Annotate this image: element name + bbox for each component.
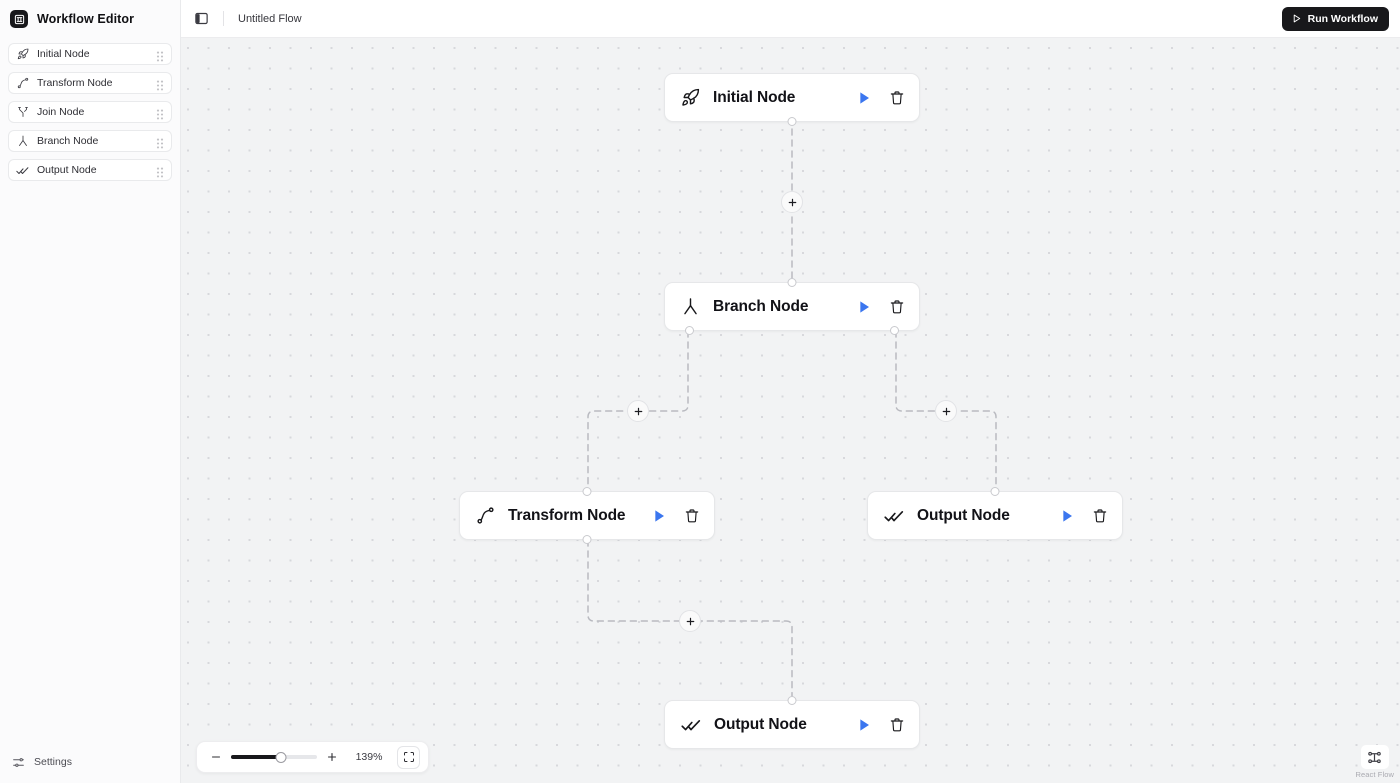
flow-name[interactable]: Untitled Flow: [238, 12, 302, 25]
palette-item-label: Initial Node: [37, 48, 90, 60]
node-handle-target[interactable]: [787, 696, 797, 705]
zoom-level-label: 139%: [355, 751, 383, 763]
palette-item-label: Transform Node: [37, 77, 113, 89]
node-handle-target[interactable]: [990, 487, 1000, 496]
trash-icon[interactable]: [1092, 508, 1108, 524]
node-handle-source-right[interactable]: [890, 326, 899, 335]
sidebar-toggle-icon[interactable]: [193, 10, 210, 27]
node-label: Branch Node: [713, 297, 809, 315]
play-outline-icon: [1291, 13, 1302, 24]
sidebar: Workflow Editor Initial Node: [0, 0, 181, 783]
main-area: Untitled Flow Run Workflow: [181, 0, 1400, 783]
palette-item-label: Output Node: [37, 164, 97, 176]
node-label: Output Node: [714, 715, 807, 733]
node-label: Output Node: [917, 506, 1010, 524]
branch-split-icon: [16, 135, 29, 148]
add-node-button-branch-output[interactable]: [935, 400, 957, 422]
run-workflow-button[interactable]: Run Workflow: [1281, 6, 1389, 31]
drag-handle-icon[interactable]: [156, 49, 164, 61]
palette-item-join-node[interactable]: Join Node: [8, 101, 172, 123]
node-label: Transform Node: [508, 506, 626, 524]
node-initial-node[interactable]: Initial Node: [664, 73, 920, 126]
palette-item-branch-node[interactable]: Branch Node: [8, 130, 172, 152]
drag-handle-icon[interactable]: [156, 165, 164, 177]
trash-icon[interactable]: [684, 508, 700, 524]
zoom-controls: 139%: [196, 741, 429, 773]
workflow-logo-icon: [10, 10, 28, 28]
rocket-icon: [16, 48, 29, 61]
palette-item-label: Join Node: [37, 106, 85, 118]
drag-handle-icon[interactable]: [156, 136, 164, 148]
fit-view-button[interactable]: [397, 745, 420, 769]
brand-title: Workflow Editor: [37, 12, 135, 26]
react-flow-label: React Flow: [1355, 770, 1394, 779]
edges-layer: [587, 84, 997, 700]
branch-split-icon: [681, 297, 700, 316]
double-check-icon: [681, 715, 701, 735]
minus-icon[interactable]: [206, 747, 226, 767]
palette-item-label: Branch Node: [37, 135, 99, 147]
zoom-slider-knob[interactable]: [275, 751, 287, 763]
add-node-button-branch-transform[interactable]: [627, 400, 649, 422]
node-handle-source-left[interactable]: [685, 326, 694, 335]
play-icon[interactable]: [651, 508, 667, 524]
bezier-curve-icon: [16, 77, 29, 90]
add-node-button-transform-output[interactable]: [679, 610, 701, 632]
join-merge-icon: [16, 106, 29, 119]
bezier-curve-icon: [476, 506, 495, 525]
node-transform-node[interactable]: Transform Node: [459, 487, 715, 544]
node-output-node-right[interactable]: Output Node: [867, 487, 1123, 540]
topbar: Untitled Flow Run Workflow: [181, 0, 1400, 38]
node-handle-source[interactable]: [787, 117, 797, 126]
double-check-icon: [16, 164, 29, 177]
plus-icon[interactable]: [322, 747, 342, 767]
node-handle-source[interactable]: [582, 535, 592, 544]
double-check-icon: [884, 506, 904, 526]
palette-item-transform-node[interactable]: Transform Node: [8, 72, 172, 94]
zoom-slider-fill: [231, 755, 281, 759]
react-flow-icon: [1360, 745, 1389, 769]
node-output-node-bottom[interactable]: Output Node: [664, 696, 920, 749]
node-label: Initial Node: [713, 88, 796, 106]
sliders-icon: [12, 756, 25, 769]
flow-canvas[interactable]: Initial Node: [181, 38, 1400, 783]
sidebar-item-settings[interactable]: Settings: [0, 749, 181, 775]
add-node-button-initial-branch[interactable]: [781, 191, 803, 213]
play-icon[interactable]: [856, 717, 872, 733]
play-icon[interactable]: [1059, 508, 1075, 524]
topbar-divider: [223, 11, 224, 26]
run-workflow-label: Run Workflow: [1307, 12, 1378, 25]
brand: Workflow Editor: [0, 0, 180, 38]
drag-handle-icon[interactable]: [156, 107, 164, 119]
palette-item-initial-node[interactable]: Initial Node: [8, 43, 172, 65]
drag-handle-icon[interactable]: [156, 78, 164, 90]
trash-icon[interactable]: [889, 717, 905, 733]
play-icon[interactable]: [856, 90, 872, 106]
play-icon[interactable]: [856, 299, 872, 315]
zoom-slider[interactable]: [231, 747, 317, 767]
trash-icon[interactable]: [889, 299, 905, 315]
palette-item-output-node[interactable]: Output Node: [8, 159, 172, 181]
trash-icon[interactable]: [889, 90, 905, 106]
settings-label: Settings: [34, 756, 72, 768]
node-handle-target[interactable]: [582, 487, 592, 496]
node-palette: Initial Node Transf: [0, 38, 180, 181]
react-flow-attribution[interactable]: React Flow: [1355, 745, 1394, 779]
node-branch-node[interactable]: Branch Node: [664, 278, 920, 335]
node-handle-target[interactable]: [787, 278, 797, 287]
rocket-icon: [681, 88, 700, 107]
